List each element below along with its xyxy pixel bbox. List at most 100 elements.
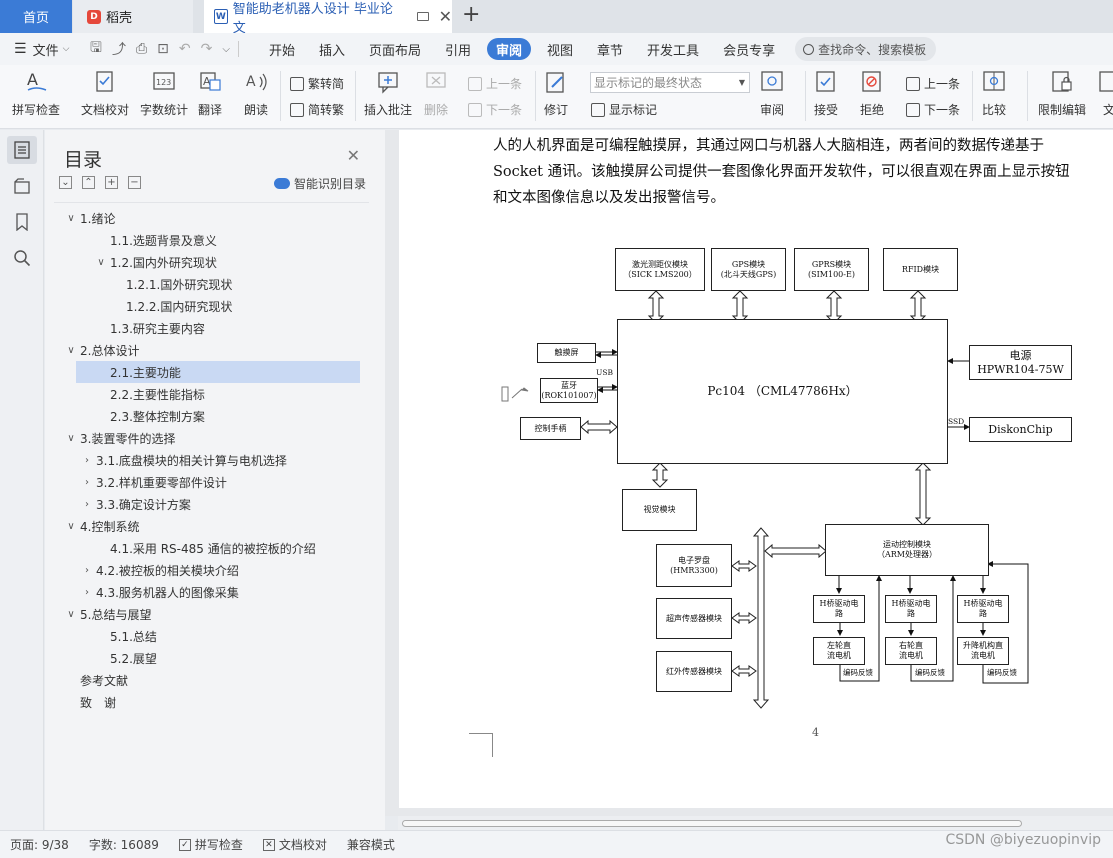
trad-to-simp-button[interactable]: 繁转简 — [290, 75, 344, 92]
toc-item[interactable]: 2.2.主要性能指标 — [94, 383, 205, 405]
tab-wps[interactable]: D 稻壳 — [73, 0, 193, 33]
chevron-right-icon[interactable]: › — [85, 476, 89, 488]
scrollbar-thumb[interactable] — [402, 820, 1022, 827]
next-comment-button[interactable]: 下一条 — [468, 101, 522, 118]
restrict-editing-button[interactable]: 限制编辑 — [1038, 69, 1086, 118]
next-change-button[interactable]: 下一条 — [906, 101, 960, 118]
horizontal-scrollbar[interactable] — [398, 816, 1113, 830]
close-tab-icon[interactable]: ✕ — [438, 7, 452, 26]
find-panel-button[interactable] — [7, 244, 37, 272]
new-tab-button[interactable]: + — [462, 2, 481, 27]
compare-button[interactable]: 比较 — [982, 69, 1006, 118]
toc-item[interactable]: ›4.2.被控板的相关模块介绍 — [80, 559, 239, 581]
redo-icon[interactable]: ↷ — [200, 41, 213, 57]
proofread-icon: ✕ — [262, 838, 275, 851]
chevron-down-icon[interactable]: ∨ — [67, 432, 75, 444]
show-markup-button[interactable]: 显示标记 — [591, 101, 657, 118]
status-spell-check[interactable]: ✓ 拼写检查 — [178, 836, 243, 853]
export-icon[interactable]: ⤴ — [111, 42, 126, 58]
menu-reference[interactable]: 引用 — [444, 43, 471, 59]
toc-item[interactable]: ∨2.总体设计 — [64, 339, 139, 361]
simp-to-trad-button[interactable]: 简转繁 — [290, 101, 344, 118]
tab-document[interactable]: W 智能助老机器人设计 毕业论文 ✕ — [204, 0, 452, 36]
menu-layout[interactable]: 页面布局 — [368, 43, 421, 59]
prev-comment-button[interactable]: 上一条 — [468, 75, 522, 92]
remove-heading-icon[interactable]: − — [128, 176, 141, 189]
chevron-down-icon[interactable]: ∨ — [67, 212, 75, 224]
tab-home[interactable]: 首页 — [0, 0, 72, 33]
bookmark-panel-button[interactable] — [7, 208, 37, 236]
chevron-right-icon[interactable]: › — [85, 454, 89, 466]
menu-start[interactable]: 开始 — [268, 43, 295, 59]
toc-item[interactable]: 致 谢 — [80, 691, 116, 713]
read-aloud-button[interactable]: A 朗读 — [244, 69, 268, 118]
track-changes-button[interactable]: 修订 — [544, 69, 568, 118]
word-count-button[interactable]: 123 字数统计 — [140, 69, 188, 118]
toc-panel-button[interactable] — [7, 136, 37, 164]
more-icon[interactable]: ⌵ — [222, 43, 230, 55]
toc-item[interactable]: ›4.3.服务机器人的图像采集 — [80, 581, 239, 603]
menu-devtools[interactable]: 开发工具 — [647, 43, 700, 59]
toc-item[interactable]: 5.2.展望 — [94, 647, 157, 669]
page-indicator[interactable]: 页面: 9/38 — [10, 838, 69, 852]
toc-item[interactable]: 2.3.整体控制方案 — [94, 405, 205, 427]
toc-item[interactable]: 4.1.采用 RS-485 通信的被控板的介绍 — [94, 537, 316, 559]
toc-item[interactable]: 1.2.1.国外研究现状 — [110, 273, 232, 295]
toc-item[interactable]: 2.1.主要功能 — [76, 361, 360, 383]
smart-toc-button[interactable]: 智能识别目录 — [273, 175, 366, 192]
chevron-right-icon[interactable]: › — [85, 498, 89, 510]
toc-item[interactable]: ›3.1.底盘模块的相关计算与电机选择 — [80, 449, 287, 471]
accept-button[interactable]: 接受 — [814, 69, 838, 118]
toc-item[interactable]: ∨5.总结与展望 — [64, 603, 151, 625]
menu-review[interactable]: 审阅 — [487, 38, 532, 60]
translate-button[interactable]: A 翻译 — [198, 69, 222, 118]
monitor-icon[interactable] — [416, 12, 429, 21]
toc-item[interactable]: ∨1.2.国内外研究现状 — [94, 251, 217, 273]
document-more-label: 文 — [1102, 103, 1113, 117]
command-search[interactable]: 查找命令、搜索模板 — [795, 37, 937, 61]
chevron-down-icon[interactable]: ∨ — [97, 256, 105, 268]
toc-item[interactable]: ∨3.装置零件的选择 — [64, 427, 175, 449]
spell-check-button[interactable]: A 拼写检查 — [12, 69, 60, 118]
chevron-right-icon[interactable]: › — [85, 586, 89, 598]
add-heading-icon[interactable]: + — [105, 176, 118, 189]
chevron-right-icon[interactable]: › — [85, 564, 89, 576]
document-more-button[interactable]: 文 — [1097, 69, 1113, 118]
chevron-down-icon[interactable]: ∨ — [67, 344, 75, 356]
review-pane-button[interactable]: 审阅 — [760, 69, 784, 118]
chevron-down-icon[interactable]: ∨ — [67, 520, 75, 532]
toc-item[interactable]: ∨4.控制系统 — [64, 515, 139, 537]
toc-item[interactable]: 参考文献 — [80, 669, 128, 691]
toc-item[interactable]: 1.1.选题背景及意义 — [94, 229, 217, 251]
menu-chapter[interactable]: 章节 — [597, 43, 624, 59]
toc-item[interactable]: 5.1.总结 — [94, 625, 157, 647]
toc-item[interactable]: ›3.3.确定设计方案 — [80, 493, 191, 515]
menu-view[interactable]: 视图 — [547, 43, 574, 59]
undo-icon[interactable]: ↶ — [178, 41, 191, 57]
chevron-down-icon[interactable]: ∨ — [67, 608, 75, 620]
prev-change-button[interactable]: 上一条 — [906, 75, 960, 92]
menu-insert[interactable]: 插入 — [318, 43, 345, 59]
reject-button[interactable]: 拒绝 — [860, 69, 884, 118]
expand-all-icon[interactable]: ⌃ — [82, 176, 95, 189]
toc-item[interactable]: ∨1.绪论 — [64, 207, 115, 229]
collapse-all-icon[interactable]: ⌄ — [59, 176, 72, 189]
save-icon[interactable]: 🖫 — [90, 40, 102, 56]
proofread-button[interactable]: 文档校对 — [81, 69, 129, 118]
print-icon[interactable]: ⎙ — [135, 41, 148, 57]
infrared-module: 红外传感器模块 — [656, 651, 732, 692]
insert-comment-button[interactable]: 插入批注 — [364, 69, 412, 118]
close-icon[interactable]: ✕ — [346, 146, 360, 165]
status-proofread[interactable]: ✕ 文档校对 — [262, 836, 327, 853]
delete-comment-button[interactable]: 删除 — [424, 69, 448, 118]
toc-item[interactable]: 1.3.研究主要内容 — [94, 317, 205, 339]
menu-member[interactable]: 会员专享 — [723, 43, 776, 59]
toc-item[interactable]: 1.2.2.国内研究现状 — [110, 295, 232, 317]
toc-item[interactable]: ›3.2.样机重要零部件设计 — [80, 471, 227, 493]
markup-state-select[interactable]: 显示标记的最终状态 ▼ — [590, 72, 750, 93]
print-preview-icon[interactable]: ⊡ — [157, 41, 169, 57]
file-menu[interactable]: ☰ 文件 ⌵ — [0, 40, 88, 59]
word-count-indicator[interactable]: 字数: 16089 — [88, 838, 159, 852]
toc-item-label: 1.2.2.国内研究现状 — [126, 299, 233, 314]
pages-panel-button[interactable] — [7, 172, 37, 200]
